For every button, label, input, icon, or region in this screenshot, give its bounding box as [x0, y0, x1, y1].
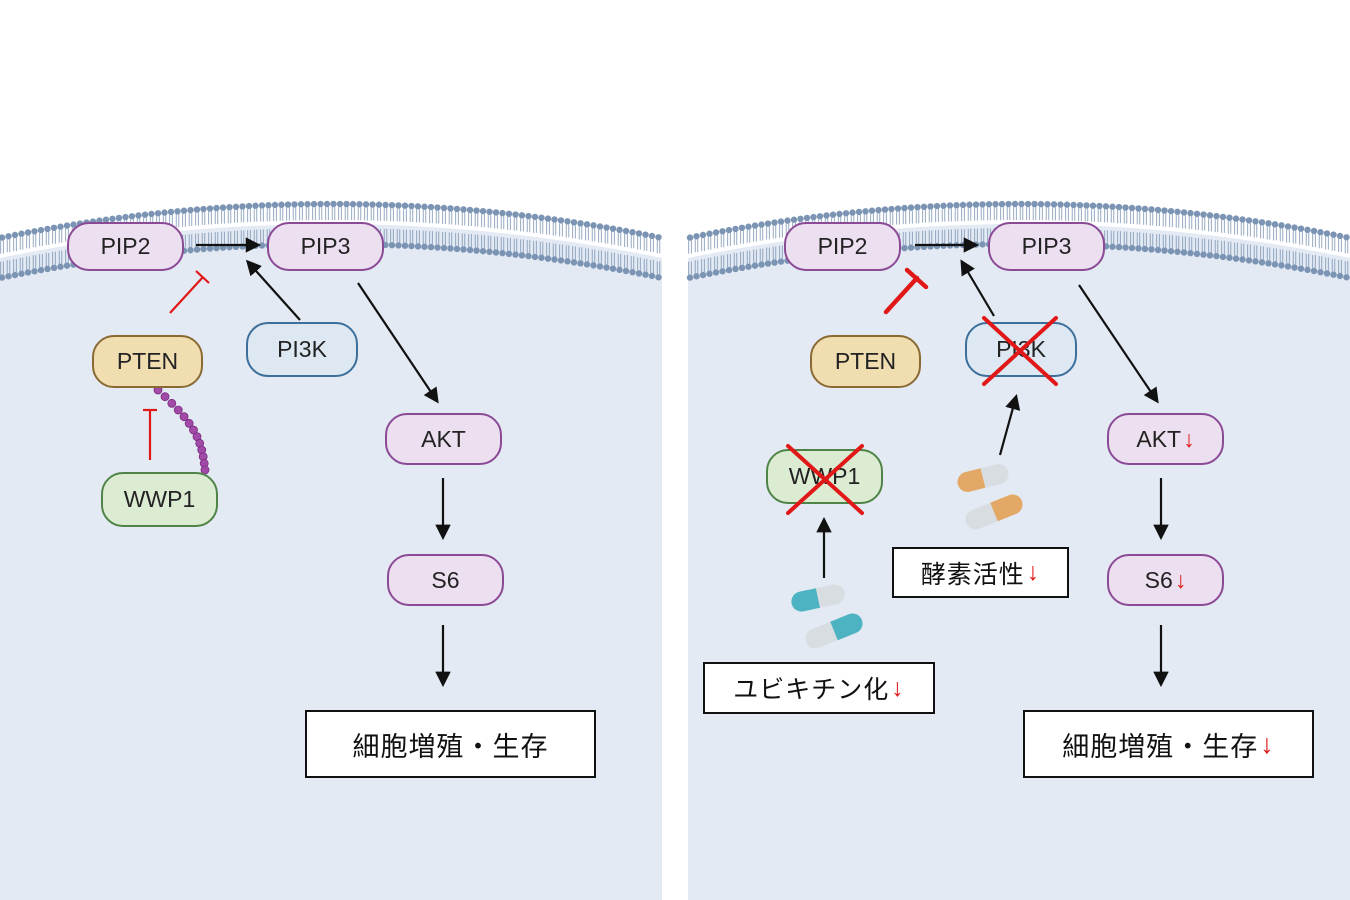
- inhibit-pten-pip3: [169, 276, 204, 314]
- arrow-pi3k-to-pip3: [245, 259, 301, 321]
- node-akt: AKT: [385, 413, 502, 465]
- node-pten: PTEN: [92, 335, 203, 388]
- arrow-pip3-to-akt-right: [1078, 284, 1159, 404]
- ubiquitination-label: ユビキチン化: [733, 676, 890, 704]
- node-pi3k-right: PI3K: [965, 322, 1077, 377]
- node-pi3k-label: PI3K: [996, 336, 1046, 362]
- node-pten-label: PTEN: [834, 348, 897, 374]
- enzyme-activity-label: 酵素活性: [920, 560, 1025, 589]
- node-s6-label: S6: [1144, 566, 1173, 593]
- decrease-icon: ↓: [1026, 558, 1041, 586]
- node-wwp1-label: WWP1: [788, 463, 861, 489]
- inhibit-pten-right: [883, 275, 920, 315]
- node-pip2-label: PIP2: [100, 233, 151, 259]
- capsule-icon: [957, 464, 1009, 492]
- ubiquitin-chain: [153, 385, 210, 475]
- node-wwp1-right: WWP1: [766, 449, 883, 504]
- outcome-box: 細胞増殖・生存: [305, 710, 596, 778]
- enzyme-activity-box: 酵素活性 ↓: [892, 547, 1069, 598]
- node-pip2: PIP2: [67, 222, 184, 271]
- node-pip2-right: PIP2: [784, 222, 901, 271]
- capsules-orange: [957, 464, 1023, 530]
- ubiquitination-box: ユビキチン化 ↓: [703, 662, 935, 714]
- node-pip3-label: PIP3: [300, 233, 351, 259]
- outcome-box-right: 細胞増殖・生存 ↓: [1023, 710, 1314, 778]
- right-arrows: [816, 237, 1169, 688]
- decrease-icon: ↓: [1174, 566, 1187, 593]
- arrow-pi3k-to-pip3-right: [960, 259, 995, 317]
- node-akt-label: AKT: [421, 425, 466, 452]
- outcome-label: 細胞増殖・生存: [352, 731, 549, 762]
- capsule-icon: [791, 584, 845, 612]
- decrease-icon: ↓: [891, 673, 905, 702]
- arrow-drug-to-pi3k: [998, 394, 1021, 456]
- node-pi3k-label: PI3K: [277, 336, 327, 362]
- node-wwp1: WWP1: [101, 472, 218, 527]
- node-wwp1-label: WWP1: [123, 486, 196, 512]
- node-akt-right: AKT ↓: [1107, 413, 1224, 465]
- left-arrows: [196, 237, 451, 688]
- left-inhibitions: [143, 270, 210, 460]
- node-pi3k: PI3K: [246, 322, 358, 377]
- node-pten-right: PTEN: [810, 335, 921, 388]
- arrow-pip3-to-akt: [357, 282, 439, 404]
- inhibit-pten-pip3-bar: [195, 270, 210, 284]
- node-s6: S6: [387, 554, 504, 606]
- capsule-icon: [965, 494, 1023, 530]
- capsules-teal: [791, 584, 863, 649]
- node-pip3-right: PIP3: [988, 222, 1105, 271]
- outcome-label: 細胞増殖・生存: [1062, 731, 1259, 762]
- node-pten-label: PTEN: [116, 348, 179, 374]
- right-inhibition: [883, 267, 929, 315]
- node-akt-label: AKT: [1136, 425, 1182, 452]
- node-s6-label: S6: [431, 566, 460, 593]
- inhibit-pten-right-bar: [904, 267, 929, 290]
- capsule-icon: [805, 613, 863, 649]
- left-cell: [0, 200, 662, 900]
- node-pip3-label: PIP3: [1021, 233, 1072, 259]
- decrease-icon: ↓: [1260, 728, 1275, 759]
- node-s6-right: S6 ↓: [1107, 554, 1224, 606]
- node-pip3: PIP3: [267, 222, 384, 271]
- node-pip2-label: PIP2: [817, 233, 868, 259]
- decrease-icon: ↓: [1183, 425, 1195, 452]
